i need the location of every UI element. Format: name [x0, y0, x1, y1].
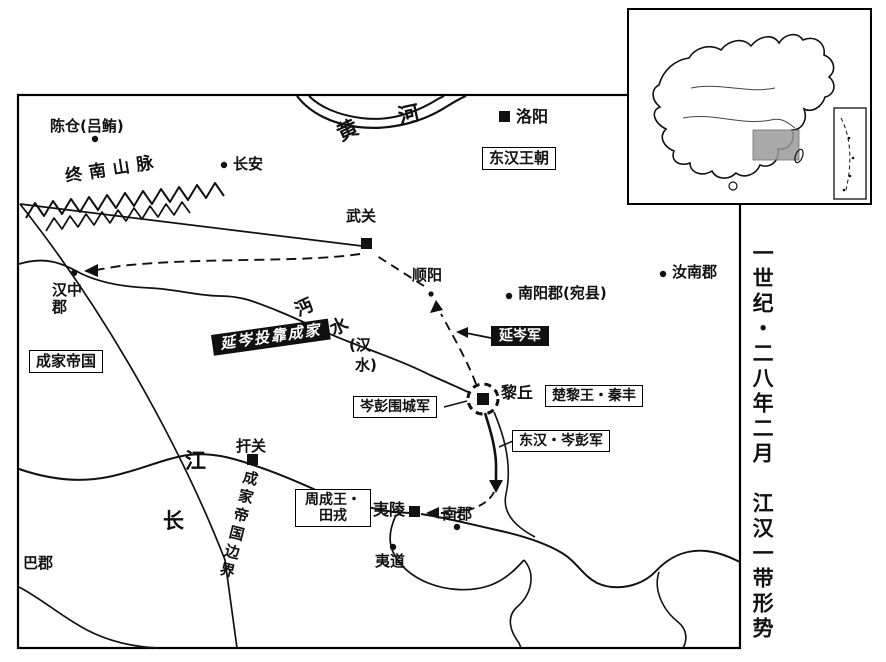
cenpeng-arrowhead-south [489, 480, 503, 493]
label-shunyang: 顺阳 [412, 266, 443, 284]
changan-dot [220, 161, 228, 169]
hainan-island [728, 181, 738, 191]
wuguan-square [361, 238, 372, 249]
sea-island-dot-1 [847, 136, 851, 140]
nanjun-dot [453, 523, 461, 531]
retreat-route-west [96, 253, 361, 271]
siege-label-leader [443, 400, 468, 408]
river-southeast [656, 571, 687, 649]
yangtze-river-east [420, 513, 741, 589]
han-river-lower [493, 411, 536, 538]
hancenpeng-label-leader [498, 440, 514, 448]
label-yangtze-chang: 长 [163, 509, 184, 533]
sea-island-dot-2 [851, 156, 855, 160]
retreat-route-liqiu-shunyang [440, 313, 477, 385]
label-wuguan: 武关 [346, 207, 377, 225]
sea-island-dot-4 [842, 188, 846, 192]
label-liqiu: 黎丘 [501, 383, 534, 402]
nine-dash-line [840, 117, 851, 191]
siege-circle [466, 382, 500, 416]
shunyang-dot [428, 291, 434, 297]
label-yidao: 夷道 [375, 552, 406, 570]
inset-yellow-river [690, 85, 776, 91]
chengjia-east-border-line [19, 203, 238, 649]
liqiu-city-square [477, 393, 489, 405]
label-han-cenpeng-army: 东汉・岑彭军 [512, 430, 610, 453]
yangtze-south-branch [389, 514, 525, 591]
yellow-river-north-bank [308, 95, 445, 120]
label-eastern-han-dynasty: 东汉王朝 [482, 147, 557, 171]
label-changan: 长安 [233, 155, 264, 173]
label-yiling: 夷陵 [373, 500, 406, 519]
label-nanjun: 南郡 [442, 505, 473, 523]
chencang-dot [91, 135, 99, 143]
page-title-vertical: 一世纪・二八年二月 江汉一带形势 [750, 242, 775, 642]
label-chengjia-empire: 成家帝国 [29, 350, 104, 374]
hanguan-square [247, 454, 258, 465]
river-southwest [18, 586, 159, 649]
han-river [18, 259, 471, 394]
yidao-dot [389, 543, 397, 551]
mountain-range-row2 [45, 201, 191, 232]
label-luoyang: 洛阳 [516, 107, 549, 126]
nanyang-dot [505, 292, 513, 300]
label-hanshui-open: (汉 [349, 336, 371, 354]
yiling-square [409, 506, 420, 517]
runan-dot [659, 270, 667, 278]
yancen-army-arrowhead [456, 327, 468, 338]
hanzhong-dot [70, 269, 78, 277]
label-hanshui-close: 水) [355, 356, 377, 374]
map-border [16, 93, 742, 650]
label-zhoucheng-king: 周成王・田戎 [295, 489, 371, 528]
china-locator-inset [627, 8, 872, 205]
label-yancen-army-banner: 延岑军 [491, 326, 549, 347]
label-hanzhong: 汉中郡 [52, 281, 83, 317]
inset-yangtze-river [682, 115, 796, 129]
luoyang-square [499, 111, 510, 122]
label-runan: 汝南郡 [672, 263, 718, 281]
label-nanyang: 南阳郡(宛县) [518, 284, 607, 302]
label-bajun: 巴郡 [23, 554, 54, 572]
yancen-army-leader [465, 332, 492, 339]
label-cenpeng-siege-army: 岑彭围城军 [353, 396, 437, 419]
chengjia-north-border-line [19, 203, 363, 247]
china-outline [652, 33, 835, 179]
mountain-range-row1 [25, 182, 225, 219]
cenpeng-route-to-yiling [440, 491, 495, 514]
label-hanguan: 扞关 [236, 437, 267, 455]
retreat-arrowhead-shunyang [430, 300, 443, 313]
retreat-arrowhead-hanzhong [84, 264, 98, 277]
river-loop-south [509, 559, 532, 649]
china-locator-canvas [652, 33, 867, 200]
cenpeng-advance-route [483, 412, 498, 481]
label-chencang: 陈仓(吕鲔) [50, 117, 124, 135]
cenpeng-arrowhead-yiling [426, 507, 439, 519]
taiwan-island [794, 148, 804, 164]
yellow-river-south-bank [296, 94, 467, 129]
sea-island-dot-3 [848, 174, 852, 178]
label-chuli-king: 楚黎王・秦丰 [545, 385, 643, 408]
label-yangtze-jiang: 江 [185, 449, 206, 473]
jianghan-highlight [752, 129, 800, 161]
retreat-route-shunyang-wuguan [373, 253, 425, 287]
